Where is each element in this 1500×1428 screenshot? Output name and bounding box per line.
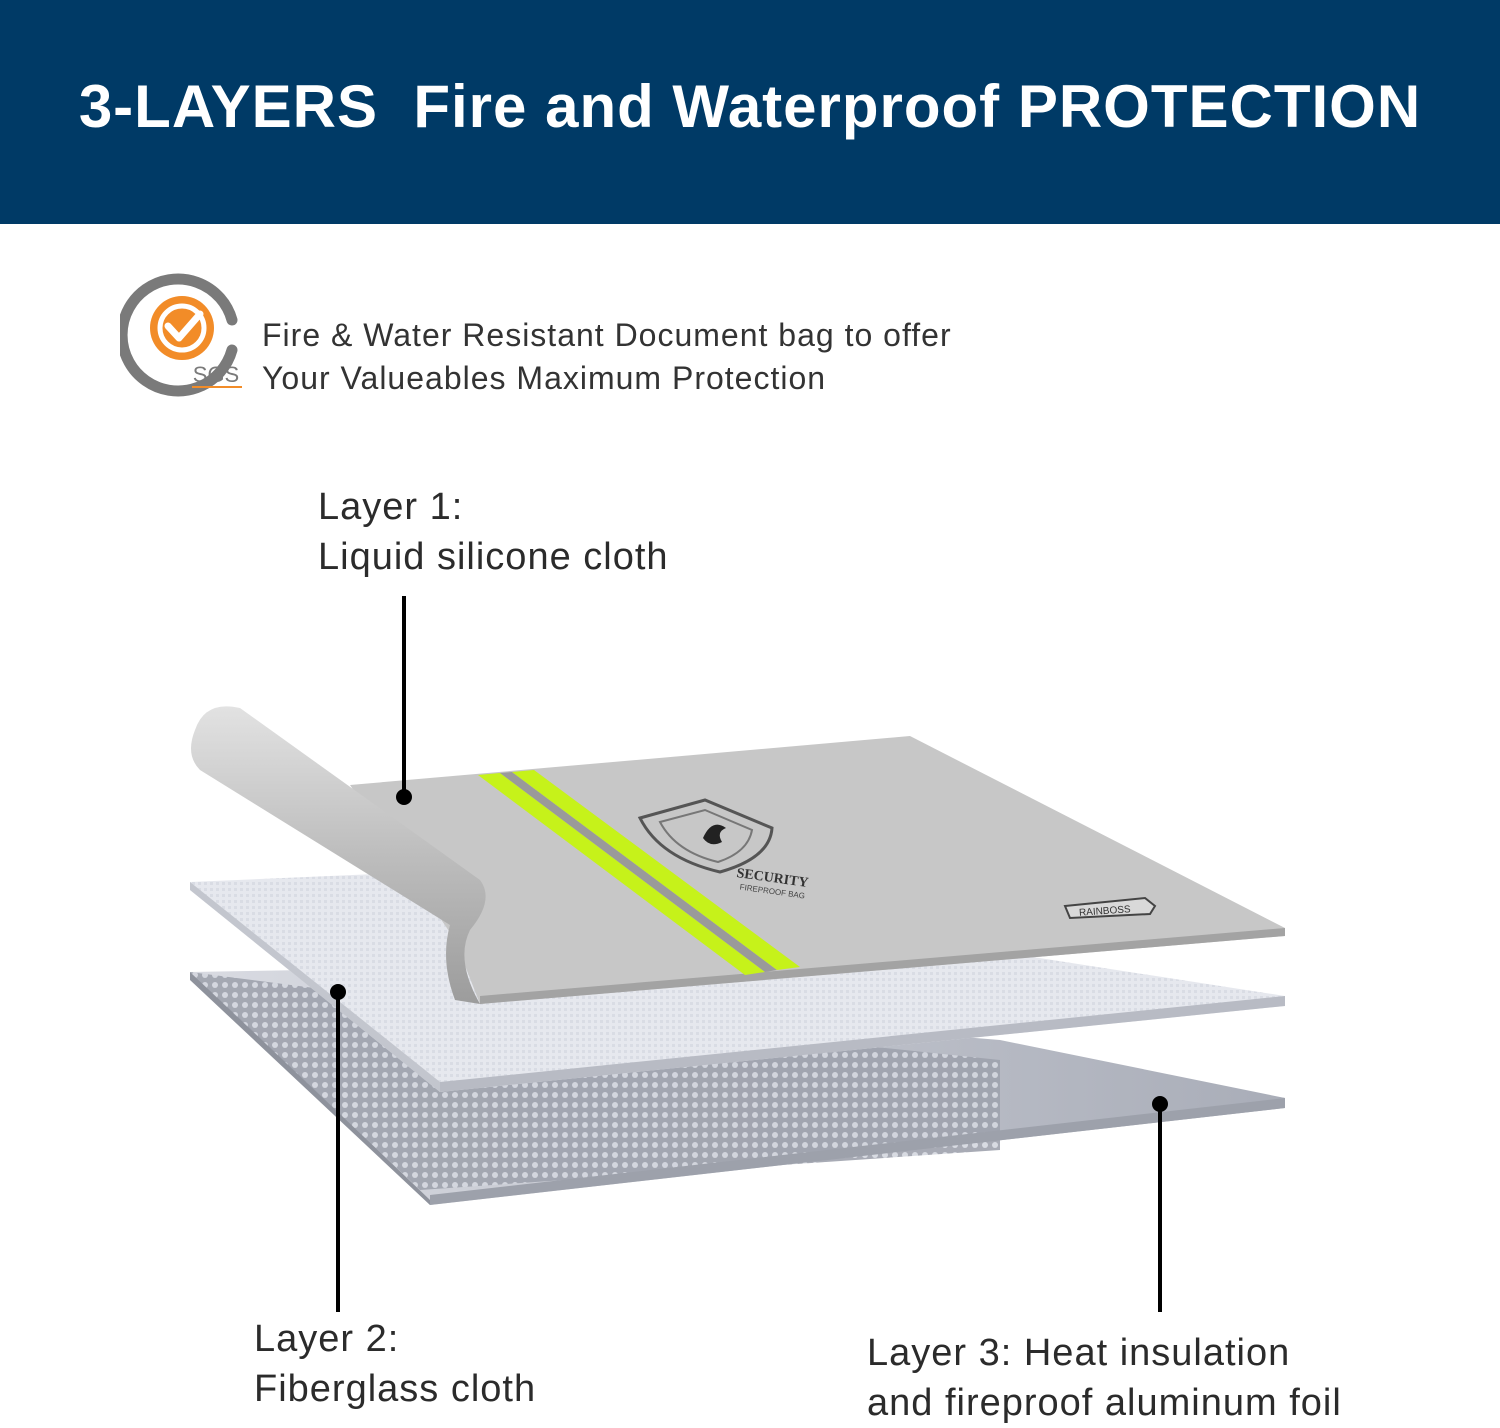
page-title: 3-LAYERS Fire and Waterproof PROTECTION bbox=[78, 73, 1422, 140]
tagline-line-1: Fire & Water Resistant Document bag to o… bbox=[262, 317, 952, 353]
shield-logo-icon: SECURITY FIREPROOF BAG bbox=[637, 798, 809, 901]
layer-1-title: Layer 1: bbox=[318, 486, 464, 528]
tagline-line-2: Your Valueables Maximum Protection bbox=[262, 360, 827, 396]
brand-tag-text: RAINBOSS bbox=[1079, 904, 1132, 919]
header-banner: 3-LAYERS Fire and Waterproof PROTECTION bbox=[0, 0, 1500, 224]
layer-3-desc: and fireproof aluminum foil bbox=[867, 1382, 1342, 1424]
layer-1-label: Layer 1: Liquid silicone cloth bbox=[318, 482, 669, 582]
brand-tag: RAINBOSS bbox=[1063, 896, 1157, 920]
layer-2-label: Layer 2: Fiberglass cloth bbox=[254, 1314, 536, 1414]
callout-pointers bbox=[330, 596, 1168, 1312]
layer-2-desc: Fiberglass cloth bbox=[254, 1368, 537, 1410]
layer-3-title: Layer 3: Heat insulation bbox=[867, 1332, 1291, 1374]
sgs-check-badge-icon: SGS bbox=[120, 273, 242, 397]
layer-3-label: Layer 3: Heat insulation and fireproof a… bbox=[867, 1328, 1342, 1428]
reflective-stripe bbox=[478, 773, 765, 975]
rolled-edge bbox=[191, 706, 486, 1004]
sgs-text: SGS bbox=[193, 362, 239, 387]
layers-illustration: SECURITY FIREPROOF BAG RAINBOSS bbox=[190, 596, 1285, 1312]
layer-1-silicone: SECURITY FIREPROOF BAG RAINBOSS bbox=[191, 706, 1285, 1004]
layer-1-desc: Liquid silicone cloth bbox=[318, 536, 669, 578]
layer-2-title: Layer 2: bbox=[254, 1318, 400, 1360]
tagline: Fire & Water Resistant Document bag to o… bbox=[262, 314, 952, 400]
